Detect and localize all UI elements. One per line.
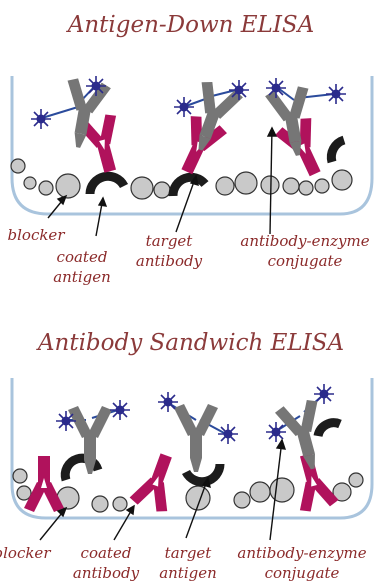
- label-coated-line2: antibody: [73, 564, 140, 582]
- label-target-line2: antigen: [159, 564, 217, 582]
- label-conjugate-line1: antibody-enzyme: [237, 544, 366, 562]
- label-target-line1: target: [146, 232, 194, 250]
- label-blocker: blocker: [8, 226, 66, 244]
- label-blocker: blocker: [0, 544, 51, 562]
- label-coated-line1: coated: [57, 248, 108, 266]
- antibody-enzyme-conjugates: [31, 76, 346, 159]
- label-conjugate-line1: antibody-enzyme: [240, 232, 369, 250]
- panel1-title: Antigen-Down ELISA: [66, 12, 315, 38]
- label-target-line1: target: [165, 544, 213, 562]
- label-coated-line1: coated: [81, 544, 132, 562]
- label-target-line2: antibody: [136, 252, 203, 270]
- label-conjugate-line2: conjugate: [265, 564, 340, 582]
- panel2-title: Antibody Sandwich ELISA: [36, 330, 344, 356]
- label-coated-line2: antigen: [53, 268, 111, 286]
- label-conjugate-line2: conjugate: [268, 252, 343, 270]
